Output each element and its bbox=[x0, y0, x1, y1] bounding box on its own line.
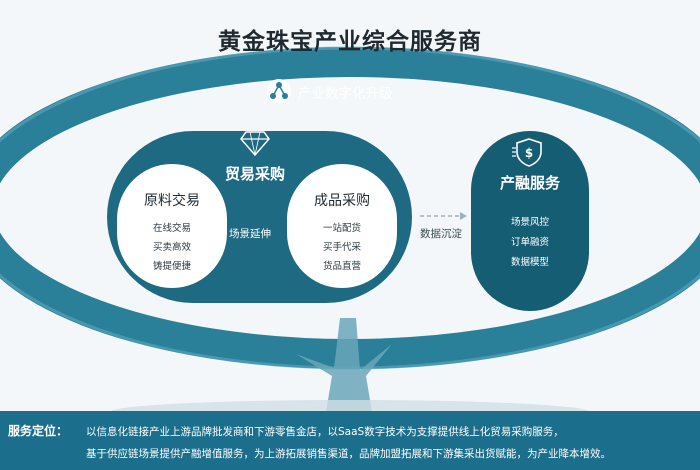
raw-item: 买卖高效 bbox=[152, 242, 191, 253]
network-logo-icon bbox=[267, 79, 291, 103]
finished-item: 货品直营 bbox=[322, 261, 361, 272]
data-sediment-arrowhead bbox=[460, 212, 467, 220]
positioning-line-2: 基于供应链场景提供产融增值服务，为上游拓展销售渠道，品牌加盟拓展和下游集采出货赋… bbox=[86, 448, 611, 460]
finished-goods-title: 成品采购 bbox=[314, 193, 370, 209]
finished-goods-circle bbox=[287, 164, 397, 288]
positioning-label: 服务定位： bbox=[8, 424, 69, 438]
raw-item: 铸提便捷 bbox=[152, 261, 191, 272]
positioning-band bbox=[0, 411, 700, 470]
finance-item: 数据模型 bbox=[510, 257, 549, 268]
svg-text:$: $ bbox=[525, 146, 533, 160]
raw-item: 在线交易 bbox=[152, 223, 191, 234]
raw-material-circle bbox=[117, 164, 227, 288]
trade-title: 贸易采购 bbox=[224, 165, 285, 183]
finance-title: 产融服务 bbox=[499, 174, 560, 192]
scene-extension-label: 场景延伸 bbox=[229, 228, 271, 240]
finance-item: 订单融资 bbox=[510, 237, 549, 248]
page-title: 黄金珠宝产业综合服务商 bbox=[218, 29, 482, 55]
finished-item: 买手代采 bbox=[322, 242, 361, 253]
raw-material-title: 原料交易 bbox=[144, 193, 200, 209]
shield-dollar-icon: $ bbox=[512, 138, 542, 167]
finance-item: 场景风控 bbox=[510, 217, 549, 228]
diamond-icon bbox=[240, 131, 270, 156]
tree-trunk bbox=[296, 318, 392, 412]
ring-label: 产业数字化升级 bbox=[298, 86, 393, 102]
data-sediment-label: 数据沉淀 bbox=[420, 228, 462, 240]
positioning-line-1: 以信息化链接产业上游品牌批发商和下游零售金店，以SaaS数字技术为支撑提供线上化… bbox=[86, 426, 564, 438]
finished-item: 一站配货 bbox=[322, 223, 361, 234]
